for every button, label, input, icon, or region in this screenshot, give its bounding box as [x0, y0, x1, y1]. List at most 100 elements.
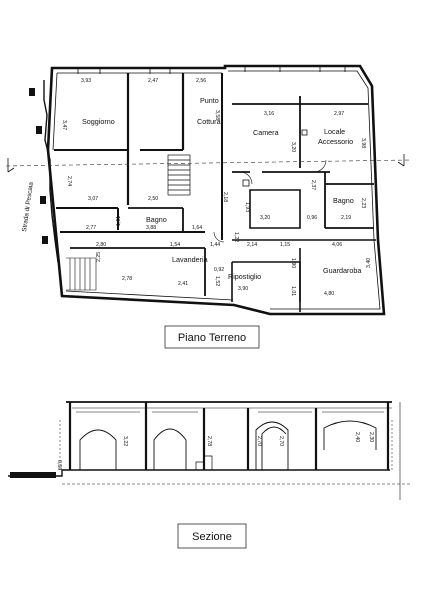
door-swing-3 — [213, 231, 225, 243]
dim: 3,93 — [81, 78, 91, 84]
room-locale: Locale — [324, 127, 345, 136]
room-ripostiglio: Ripostiglio — [228, 272, 261, 281]
street-markers — [29, 88, 48, 244]
dim: 1,01 — [116, 216, 122, 226]
sdim: 2,40 — [354, 432, 360, 442]
dim: 0,96 — [307, 215, 317, 221]
room-cottura: Cottura — [197, 117, 221, 126]
sdim: 0,50 — [56, 460, 62, 470]
arch-5 — [323, 420, 377, 450]
street-wall — [43, 80, 59, 263]
dim: 2,47 — [148, 78, 158, 84]
wall-lavand-left — [70, 247, 206, 296]
dim: 2,78 — [122, 276, 132, 282]
plan-dimensions: 3,93 2,47 2,56 3,47 3,58 3,16 2,97 3,20 … — [61, 78, 372, 297]
room-labels: Soggiorno Punto Cottura Camera Locale Ac… — [82, 96, 361, 281]
plan-caption-box — [164, 325, 260, 349]
wall-lower-left — [56, 207, 205, 233]
dim: 1,90 — [290, 258, 296, 268]
section-walls — [68, 402, 390, 470]
dim: 3,58 — [214, 110, 220, 120]
section-caption-box — [177, 523, 247, 549]
dim: 1,15 — [280, 242, 290, 248]
dim: 2,41 — [178, 281, 188, 287]
plan-walls — [43, 64, 386, 316]
stair — [167, 154, 191, 196]
wall-bagno2 — [324, 172, 374, 229]
room-punto: Punto — [200, 96, 219, 105]
wall-ripost — [231, 261, 301, 302]
room-bagno-2: Bagno — [333, 196, 354, 205]
dim: 1,52 — [214, 276, 220, 286]
door-swing-2 — [313, 159, 327, 173]
plan-caption: Piano Terreno — [178, 332, 246, 344]
dim: 2,77 — [86, 225, 96, 231]
dim: 1,64 — [192, 225, 202, 231]
left-slab — [10, 472, 56, 478]
dim: 3,16 — [264, 111, 274, 117]
dim: 1,54 — [170, 242, 180, 248]
arch-4 — [261, 426, 287, 470]
ground-line — [8, 469, 390, 477]
dim: 2,23 — [360, 198, 366, 208]
sdim: 3,22 — [122, 436, 128, 446]
outer-wall-inner — [52, 70, 381, 310]
sdim: 2,78 — [206, 436, 212, 446]
door-swing-1 — [239, 171, 253, 185]
dim: 4,80 — [324, 291, 334, 297]
section-caption: Sezione — [192, 531, 232, 543]
wall-bagno1-right — [128, 207, 184, 232]
room-accessorio: Accessorio — [318, 137, 353, 146]
section-dimensions: 0,50 3,22 2,78 2,70 2,70 2,40 2,30 — [56, 432, 374, 470]
dim: 1,01 — [290, 286, 296, 296]
section-steps — [195, 455, 213, 470]
dim: 2,74 — [66, 176, 72, 186]
outer-wall — [46, 64, 386, 316]
dim: 2,97 — [334, 111, 344, 117]
dim: 4,06 — [332, 242, 342, 248]
front-windows — [77, 66, 346, 74]
dim: 1,93 — [244, 202, 250, 212]
sdim: 2,70 — [256, 436, 262, 446]
dim: 2,50 — [148, 196, 158, 202]
wall-camera-top — [232, 96, 368, 105]
dim: 3,20 — [260, 215, 270, 221]
dim: 0,92 — [214, 267, 224, 273]
dim: 3,40 — [366, 258, 372, 268]
section-line — [5, 159, 411, 167]
dim: 2,14 — [247, 242, 257, 248]
dim: 3,88 — [146, 225, 156, 231]
room-lavanderia: Lavanderia — [172, 255, 208, 264]
section-arrow-right — [397, 154, 405, 167]
section-openings — [59, 420, 393, 470]
dim: 3,98 — [360, 138, 366, 148]
dim: 2,37 — [310, 180, 316, 190]
sdim: 2,70 — [278, 436, 284, 446]
street-label: Strada di Pescaia — [21, 181, 35, 232]
dim: 2,56 — [196, 78, 206, 84]
dim: 1,22 — [233, 232, 239, 242]
dim: 1,44 — [210, 242, 220, 248]
dim: 2,19 — [341, 215, 351, 221]
room-bagno-1: Bagno — [146, 215, 167, 224]
dim: 3,20 — [290, 142, 296, 152]
column-symbol — [301, 129, 308, 136]
arch-1 — [79, 429, 117, 470]
sdim: 2,30 — [368, 432, 374, 442]
room-guardaroba: Guardaroba — [323, 266, 361, 275]
dim: 2,18 — [222, 192, 228, 202]
boiler-symbol — [242, 179, 250, 187]
dim: 3,07 — [88, 196, 98, 202]
dim: 3,90 — [238, 286, 248, 292]
room-camera: Camera — [253, 128, 279, 137]
dim: 2,25 — [96, 252, 102, 262]
section-drawing — [8, 401, 410, 500]
dim: 3,47 — [61, 120, 67, 130]
wall-room320 — [249, 189, 301, 229]
arch-2 — [153, 428, 187, 470]
arch-3 — [255, 421, 289, 470]
section-arrow-left — [7, 158, 15, 173]
room-soggiorno: Soggiorno — [82, 117, 115, 126]
